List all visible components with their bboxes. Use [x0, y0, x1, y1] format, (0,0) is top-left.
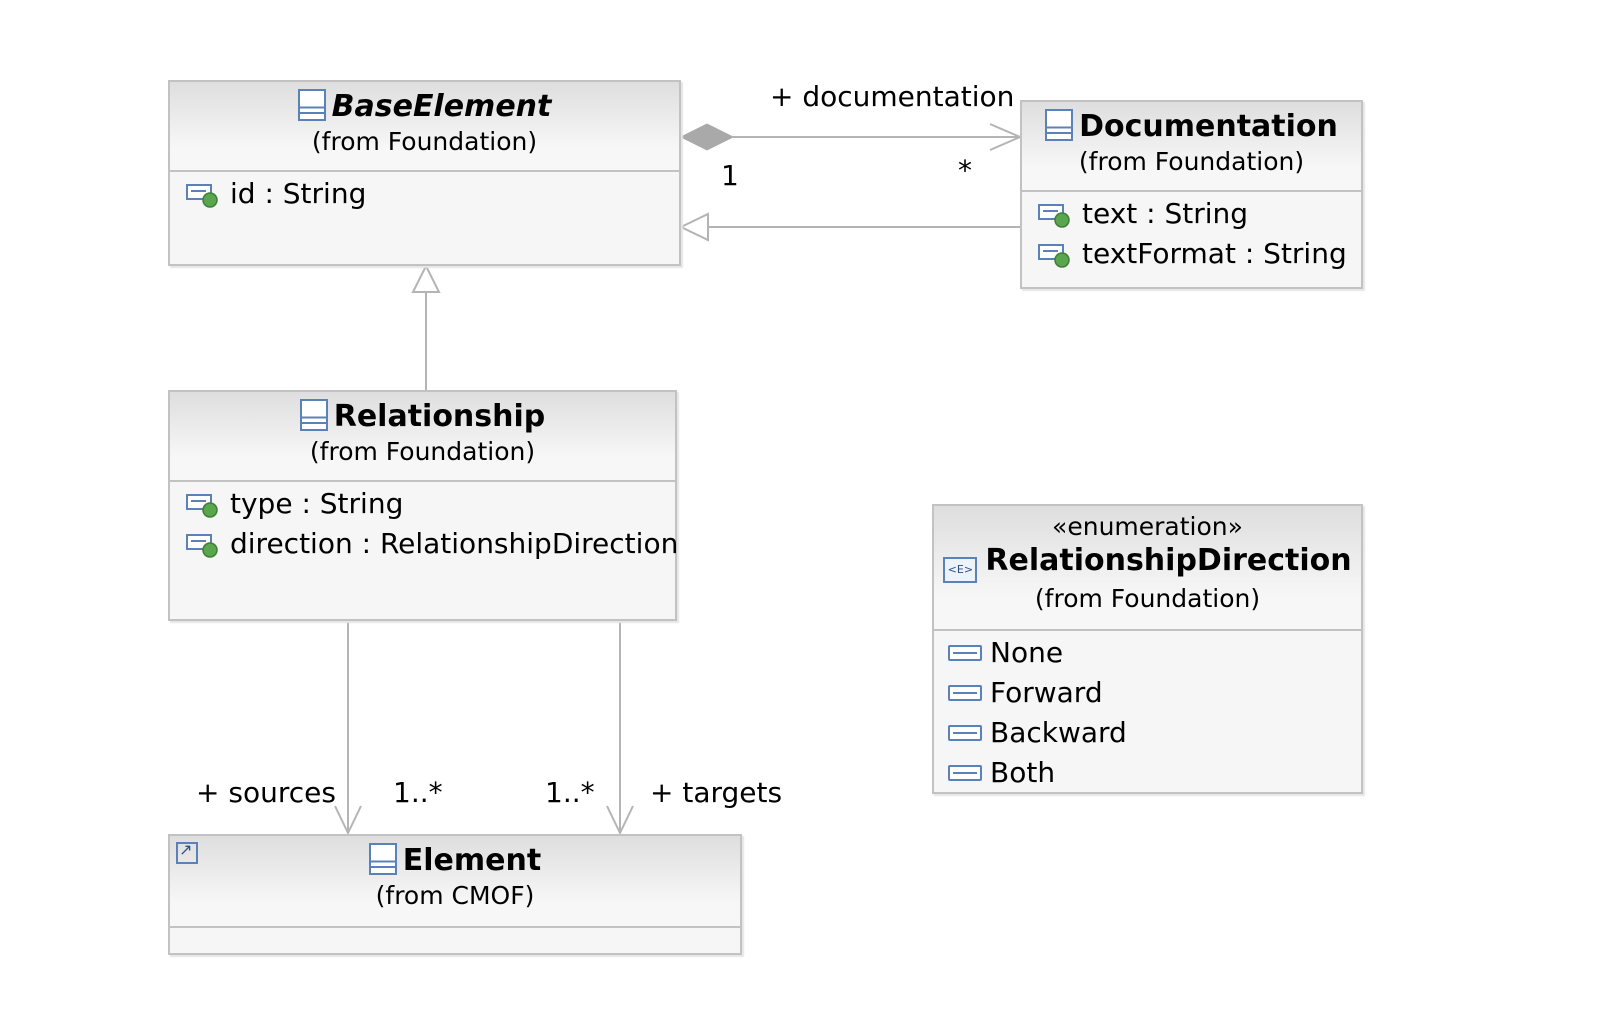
attribute-text: type : String [230, 487, 404, 520]
external-reference-icon [176, 840, 198, 864]
class-title-row: Relationship [170, 398, 675, 436]
class-title-row: Documentation [1022, 108, 1361, 146]
attribute-row[interactable]: type : String [170, 484, 675, 524]
attribute-compartment: type : String direction : RelationshipDi… [170, 482, 679, 564]
documentation-generalization-triangle [678, 212, 709, 242]
class-header: BaseElement (from Foundation) [170, 82, 679, 172]
enum-literal-icon [948, 645, 982, 661]
attribute-text: text : String [1082, 197, 1249, 230]
class-name: RelationshipDirection [985, 543, 1352, 578]
class-name: Relationship [333, 399, 546, 434]
enum-literal-icon [948, 765, 982, 781]
attribute-text: id : String [230, 177, 367, 210]
class-icon [368, 843, 397, 875]
attribute-icon [1038, 204, 1070, 228]
enum-literal-row[interactable]: Forward [934, 673, 1361, 713]
attribute-icon [186, 184, 218, 208]
class-title-row: <E> RelationshipDirection [934, 542, 1361, 583]
class-header: Element (from CMOF) [170, 836, 740, 928]
class-title-row: Element [170, 842, 740, 880]
attribute-row[interactable]: text : String [1022, 194, 1361, 234]
attribute-icon [186, 534, 218, 558]
enumeration-relationship-direction[interactable]: «enumeration» <E> RelationshipDirection (… [932, 504, 1363, 794]
sources-role-label: + sources [196, 776, 336, 809]
enum-literal-icon [948, 725, 982, 741]
class-icon [297, 89, 326, 121]
documentation-source-multiplicity: 1 [721, 159, 739, 192]
documentation-target-multiplicity: * [958, 154, 972, 187]
targets-open-arrowhead [606, 805, 634, 836]
attribute-text: textFormat : String [1082, 237, 1347, 270]
stereotype-label: «enumeration» [1052, 512, 1243, 541]
class-package: (from Foundation) [1078, 147, 1305, 176]
attribute-icon [186, 494, 218, 518]
attribute-compartment: text : String textFormat : String [1022, 192, 1361, 274]
class-header: «enumeration» <E> RelationshipDirection (… [934, 506, 1361, 631]
documentation-role-label: + documentation [770, 80, 1015, 113]
enum-literal-icon [948, 685, 982, 701]
relationship-generalization-triangle [411, 263, 441, 293]
literal-text: Both [990, 756, 1056, 789]
class-icon [299, 399, 328, 431]
class-title-row: BaseElement [170, 88, 679, 126]
attribute-row[interactable]: direction : RelationshipDirection [170, 524, 679, 564]
class-documentation[interactable]: Documentation (from Foundation) text : S… [1020, 100, 1363, 289]
class-name: Documentation [1079, 109, 1338, 144]
class-element[interactable]: Element (from CMOF) [168, 834, 742, 955]
class-package: (from Foundation) [309, 437, 536, 466]
composition-diamond [679, 123, 735, 151]
sources-open-arrowhead [334, 805, 362, 836]
class-relationship[interactable]: Relationship (from Foundation) type : St… [168, 390, 679, 621]
class-header: Documentation (from Foundation) [1022, 102, 1361, 192]
class-base-element[interactable]: BaseElement (from Foundation) id : Strin… [168, 80, 681, 266]
targets-multiplicity: 1..* [545, 776, 595, 809]
targets-role-label: + targets [650, 776, 783, 809]
enum-literal-row[interactable]: Both [934, 753, 1361, 793]
class-name: BaseElement [331, 89, 552, 124]
class-package: (from Foundation) [311, 127, 538, 156]
class-package: (from CMOF) [375, 881, 535, 910]
literal-text: Forward [990, 676, 1103, 709]
enumeration-icon: <E> [943, 557, 978, 583]
class-name: Element [402, 843, 542, 878]
sources-multiplicity: 1..* [393, 776, 443, 809]
enum-literal-row[interactable]: None [934, 633, 1361, 673]
attribute-text: direction : RelationshipDirection [230, 527, 679, 560]
attribute-row[interactable]: id : String [170, 174, 679, 214]
literal-compartment: None Forward Backward Both [934, 631, 1361, 793]
class-package: (from Foundation) [1034, 584, 1261, 613]
class-icon [1045, 109, 1074, 141]
attribute-icon [1038, 244, 1070, 268]
attribute-row[interactable]: textFormat : String [1022, 234, 1361, 274]
enum-literal-row[interactable]: Backward [934, 713, 1361, 753]
literal-text: Backward [990, 716, 1127, 749]
attribute-compartment: id : String [170, 172, 679, 214]
literal-text: None [990, 636, 1064, 669]
class-header: Relationship (from Foundation) [170, 392, 675, 482]
